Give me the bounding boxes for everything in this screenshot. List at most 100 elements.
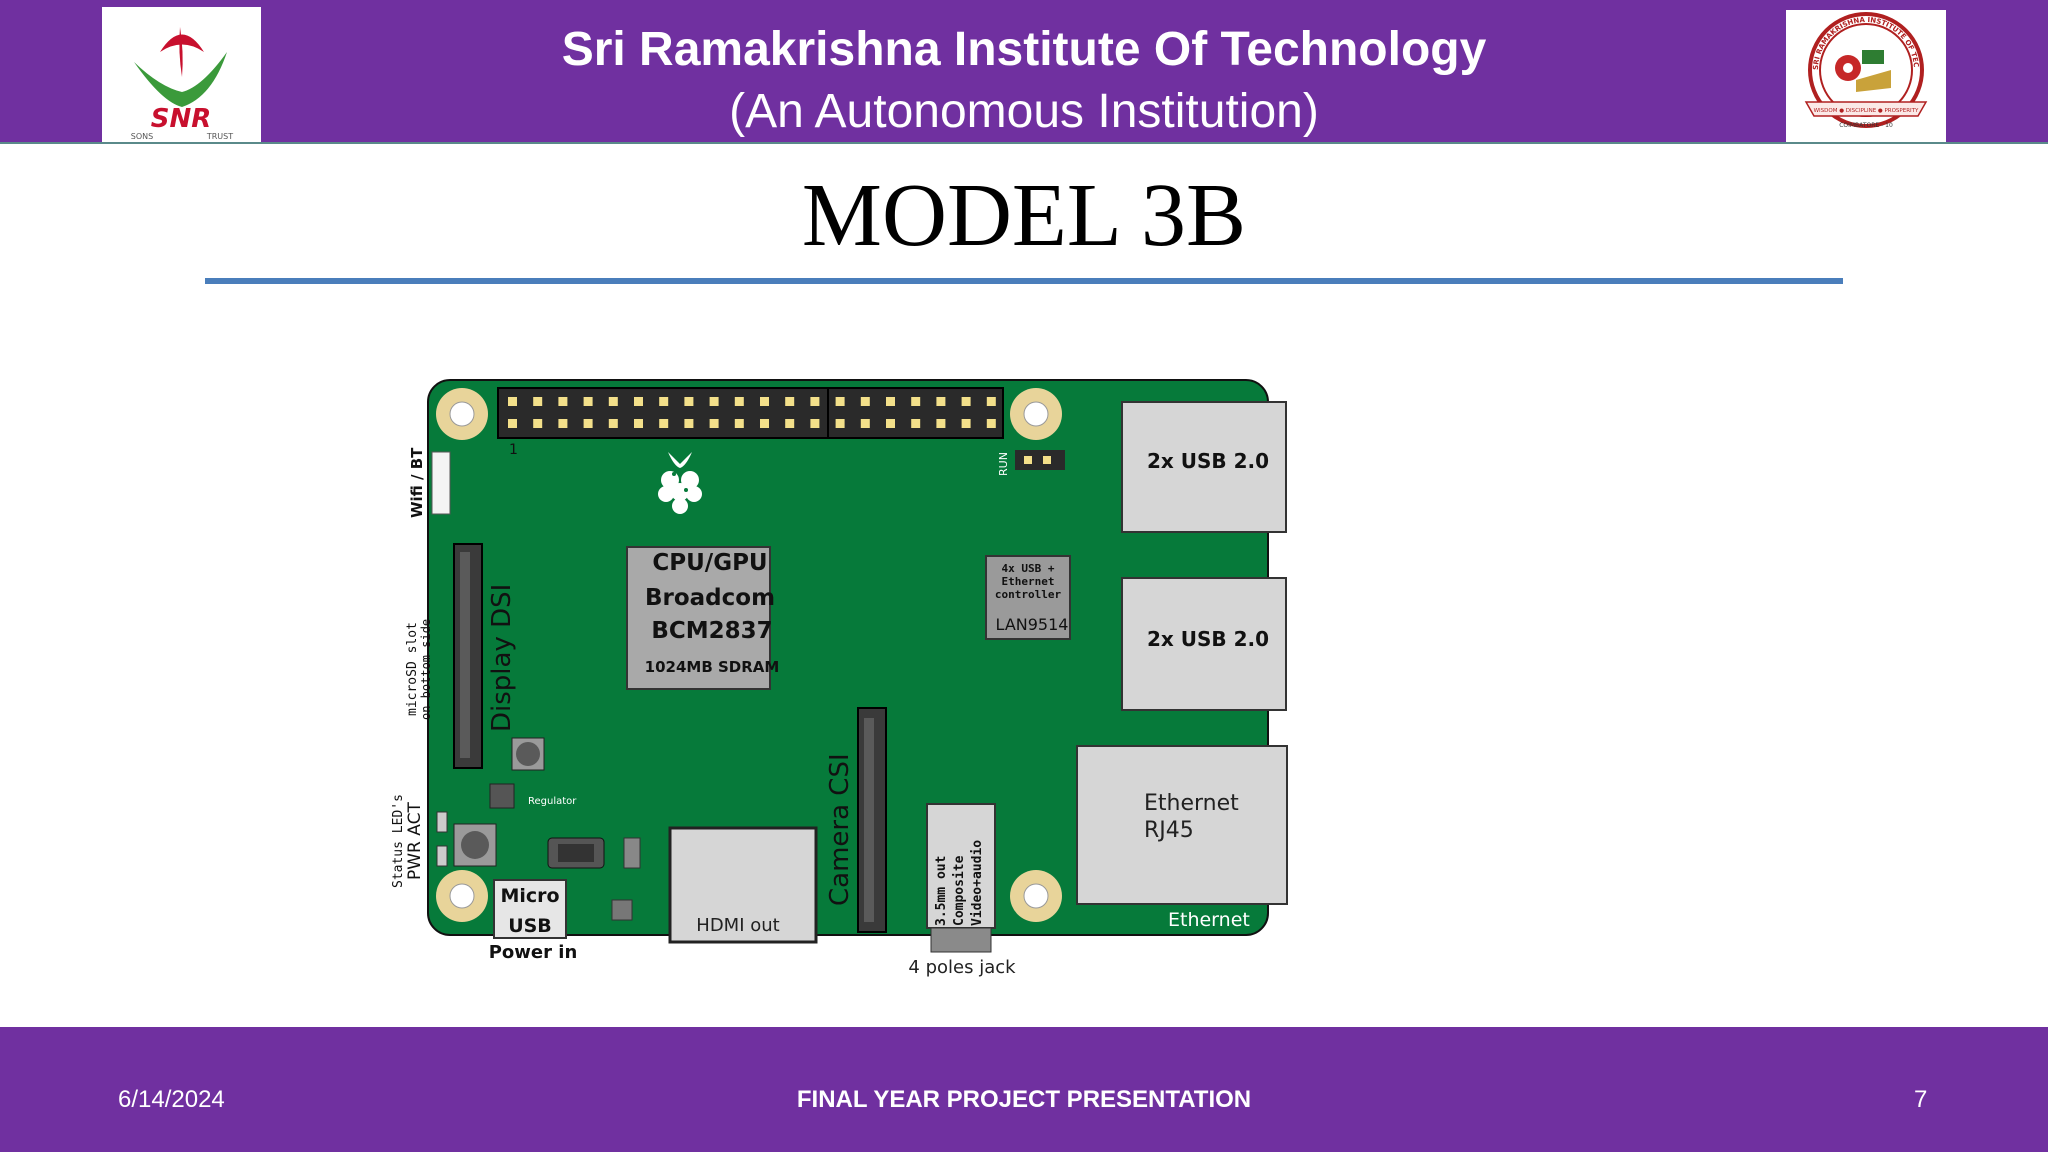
gpio-pin: [860, 419, 870, 428]
micro-usb-port: [493, 879, 567, 939]
page-number: 7: [1914, 1086, 1928, 1113]
gpio-pin: [785, 397, 795, 406]
gpio-pin: [709, 397, 719, 406]
raspberry-pi-board-diagram: 1 RUN Wifi / BT microSD slot on bottom s…: [380, 360, 1320, 1000]
svg-text:TRUST: TRUST: [206, 132, 233, 141]
power-in-label: Power in: [489, 942, 578, 963]
ethernet-port: [1076, 745, 1288, 905]
gpio-pin: [911, 397, 921, 406]
ethernet-board-label: Ethernet: [1168, 909, 1250, 931]
cpu-label-2: Broadcom: [645, 585, 775, 611]
micro-usb-label-1: Micro: [500, 885, 559, 907]
gpio-pin: [558, 419, 568, 428]
micro-usb-label-2: USB: [508, 915, 552, 937]
gpio-pin: [886, 397, 895, 406]
ethernet-label-2: RJ45: [1144, 818, 1194, 843]
gpio-pin: [684, 397, 694, 406]
cpu-label-3: BCM2837: [651, 618, 772, 644]
gpio-header: [497, 387, 1004, 439]
gpio-pin: [508, 397, 517, 406]
display-dsi-label: Display DSI: [487, 584, 517, 732]
gpio-pin: [734, 397, 744, 406]
svg-text:Composite: Composite: [952, 855, 967, 926]
svg-text:3.5mm out: 3.5mm out: [934, 856, 949, 926]
gpio-pin: [508, 419, 517, 428]
svg-text:SONS: SONS: [131, 132, 153, 141]
svg-text:WISDOM ● DISCIPLINE ● PROSPERI: WISDOM ● DISCIPLINE ● PROSPERITY: [1814, 108, 1919, 114]
gpio-pin: [835, 397, 845, 406]
ethernet-label-1: Ethernet: [1144, 791, 1239, 816]
cpu-ram-label: 1024MB SDRAM: [645, 658, 780, 676]
usb-bottom-label: 2x USB 2.0: [1147, 627, 1269, 651]
gpio-pin: [961, 419, 971, 428]
gpio-pin: [659, 419, 669, 428]
gpio-pin: [684, 419, 694, 428]
regulator-label: Regulator: [528, 796, 577, 807]
footer-bar: [0, 1027, 2048, 1152]
gpio-pin: [583, 419, 593, 428]
gpio-pin: [533, 397, 543, 406]
institution-subtitle: (An Autonomous Institution): [729, 85, 1319, 138]
wifi-bt-label: Wifi / BT: [408, 447, 426, 518]
gpio-pin: [810, 419, 820, 428]
mounting-holes: [436, 388, 1062, 922]
gpio-pin: [558, 397, 568, 406]
gpio-pin: [835, 419, 845, 428]
gpio-pin: [659, 397, 669, 406]
gpio-pin: [936, 397, 946, 406]
gpio-pin: [734, 419, 744, 428]
hdmi-port: [668, 826, 818, 944]
hdmi-label: HDMI out: [696, 915, 779, 936]
institution-name: Sri Ramakrishna Institute Of Technology: [561, 23, 1487, 76]
gpio-pin: [810, 397, 820, 406]
svg-text:Ethernet: Ethernet: [1002, 575, 1055, 588]
lan-chip-label: LAN9514: [996, 615, 1069, 634]
regulator-chip: [489, 783, 515, 809]
usb-port-top: [1121, 401, 1287, 533]
gpio-pin: [608, 397, 618, 406]
microsd-label-2: on bottom side: [419, 619, 433, 720]
gpio-pin: [961, 397, 971, 406]
gpio-pin: [709, 419, 719, 428]
gpio-pin: [860, 397, 870, 406]
slide-title: MODEL 3B: [801, 166, 1247, 265]
gpio-pin: [533, 419, 543, 428]
lan9514-chip: [985, 555, 1071, 640]
cpu-chip: [626, 546, 771, 690]
audio-jack: [926, 803, 996, 929]
gpio-pin: [760, 419, 769, 428]
svg-text:controller: controller: [995, 588, 1062, 601]
gpio-pin: [986, 419, 996, 428]
wifi-antenna: [431, 451, 451, 515]
svg-text:Video+audio: Video+audio: [970, 840, 985, 926]
gpio-pin: [608, 419, 618, 428]
header-bar: [0, 0, 2048, 144]
gpio-pin: [760, 397, 769, 406]
college-emblem: SRI RAMAKRISHNA INSTITUTE OF TECHNOLOGY …: [1782, 4, 1946, 142]
status-leds-label: Status LED's: [391, 794, 406, 888]
gpio-pin: [886, 419, 895, 428]
camera-csi-label: Camera CSI: [825, 753, 855, 906]
usb-port-bottom: [1121, 577, 1287, 711]
gpio-pin: [634, 419, 643, 428]
gpio-pin: [634, 397, 643, 406]
snr-logo: SNR SONS TRUST: [102, 7, 261, 142]
gpio-pin: [911, 419, 921, 428]
svg-text:COIMBATORE - 10: COIMBATORE - 10: [1839, 122, 1893, 129]
jack-label: 4 poles jack: [908, 957, 1016, 978]
title-divider: [205, 278, 1843, 284]
gpio-pin: [785, 419, 795, 428]
snr-logo-text: SNR: [151, 104, 212, 134]
footer-title: FINAL YEAR PROJECT PRESENTATION: [796, 1086, 1252, 1113]
microsd-label-1: microSD slot: [405, 622, 420, 716]
usb-top-label: 2x USB 2.0: [1147, 449, 1269, 473]
svg-text:4x USB +: 4x USB +: [1002, 562, 1055, 575]
cpu-label-1: CPU/GPU: [652, 550, 767, 576]
gpio-pin: [936, 419, 946, 428]
gpio-pin1-label: 1: [509, 442, 518, 458]
run-label: RUN: [997, 452, 1010, 476]
pwr-act-label: PWR ACT: [405, 802, 425, 880]
raspberry-pi-logo-icon: [658, 452, 702, 514]
run-header: [1015, 450, 1065, 470]
gpio-pin: [986, 397, 996, 406]
